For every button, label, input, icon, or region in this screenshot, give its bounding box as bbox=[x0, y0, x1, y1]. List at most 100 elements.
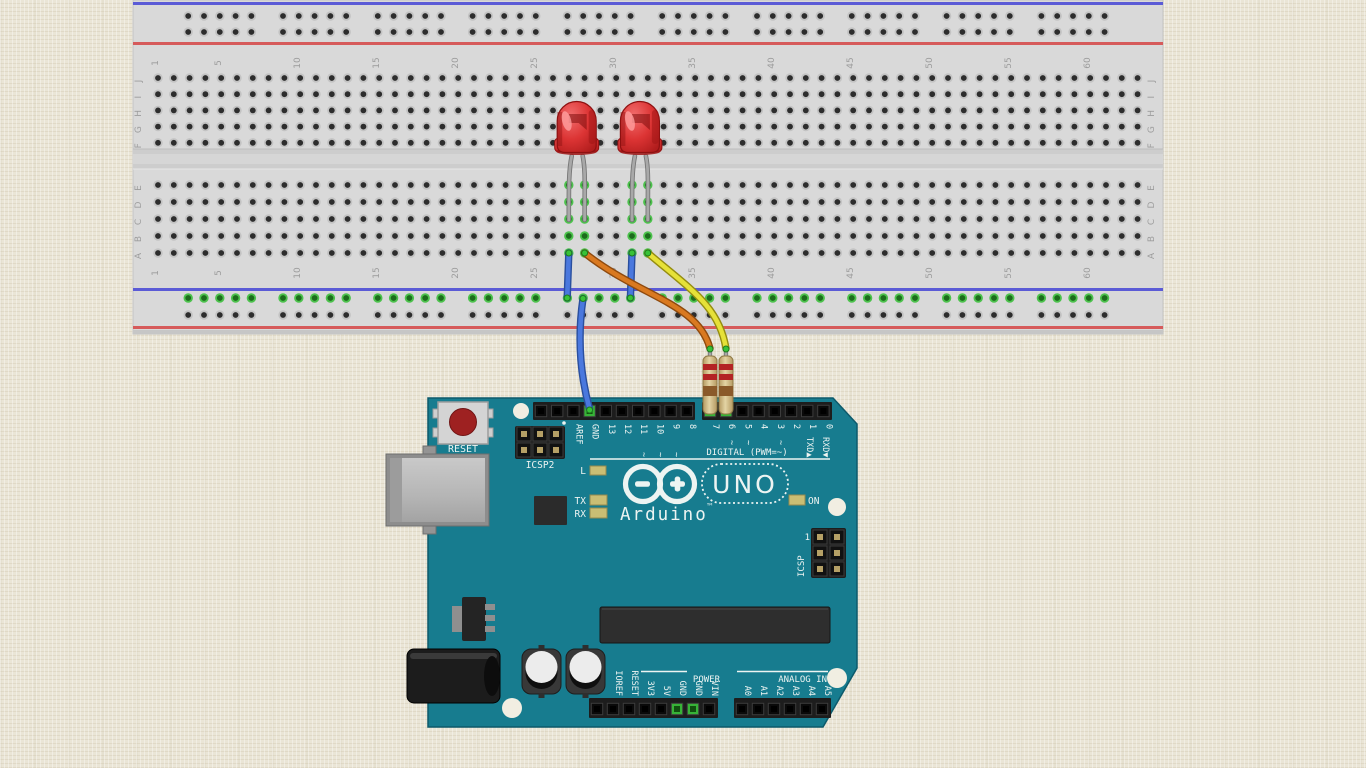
wire-ground-rail-to-gnd-pin[interactable] bbox=[576, 294, 594, 413]
svg-text:1: 1 bbox=[151, 60, 161, 66]
mounting-hole bbox=[513, 403, 529, 419]
svg-text:3V3: 3V3 bbox=[645, 681, 655, 696]
svg-text:A5: A5 bbox=[822, 686, 832, 696]
uno-label: UNO bbox=[712, 470, 778, 499]
svg-text:10: 10 bbox=[293, 267, 303, 279]
svg-text:55: 55 bbox=[1004, 57, 1014, 68]
svg-text:60: 60 bbox=[1083, 267, 1093, 279]
svg-text:5: 5 bbox=[214, 60, 224, 66]
svg-text:6: 6 bbox=[726, 424, 736, 429]
wire-anode1-to-resistor1[interactable] bbox=[580, 249, 714, 353]
power-jack bbox=[406, 648, 501, 704]
svg-text:C: C bbox=[134, 219, 144, 225]
svg-text:11: 11 bbox=[638, 424, 648, 434]
svg-text:A1: A1 bbox=[758, 686, 768, 696]
svg-text:35: 35 bbox=[688, 267, 698, 278]
svg-text:D: D bbox=[134, 201, 144, 208]
svg-text:B: B bbox=[1147, 236, 1157, 242]
digital-caption: DIGITAL (PWM=~) bbox=[706, 448, 787, 458]
atmega-chip bbox=[599, 606, 831, 644]
svg-text:60: 60 bbox=[1083, 57, 1093, 69]
analog-caption: ANALOG IN bbox=[778, 675, 827, 685]
bottom-rail-red-line bbox=[133, 326, 1163, 329]
svg-text:45: 45 bbox=[846, 57, 856, 68]
svg-text:5V: 5V bbox=[661, 686, 671, 696]
wire-connection-dots bbox=[563, 249, 730, 414]
resistor-2[interactable] bbox=[718, 350, 734, 415]
svg-text:G: G bbox=[134, 126, 144, 133]
breadboard-holes-and-labels: 1155101015152020252530303535404045455050… bbox=[134, 11, 1157, 320]
reset-button[interactable] bbox=[432, 401, 494, 445]
rxd-label: RXD▼ bbox=[820, 437, 830, 458]
arduino-uno-board[interactable]: RESET ICSP2 1 ICSP DIGITAL (PWM=~) POWER… bbox=[385, 397, 858, 728]
pin-marker-dot bbox=[562, 421, 566, 425]
brand-label: Arduino bbox=[620, 505, 708, 525]
led-l-label: L bbox=[580, 466, 586, 477]
svg-text:D: D bbox=[1147, 201, 1157, 208]
led-tx bbox=[589, 494, 608, 506]
svg-text:B: B bbox=[134, 236, 144, 242]
top-rail-red-line bbox=[133, 42, 1163, 45]
svg-text:E: E bbox=[134, 185, 144, 191]
svg-text:45: 45 bbox=[846, 267, 856, 278]
svg-text:GND: GND bbox=[693, 681, 703, 696]
svg-text:20: 20 bbox=[451, 57, 461, 69]
svg-text:~: ~ bbox=[638, 452, 648, 457]
power-caption: POWER bbox=[693, 675, 721, 685]
uno-badge bbox=[701, 463, 789, 504]
breadboard[interactable]: 1155101015152020252530303535404045455050… bbox=[132, 0, 1164, 335]
led-rx bbox=[589, 507, 608, 519]
led-on-label: ON bbox=[808, 496, 820, 507]
svg-text:1: 1 bbox=[151, 270, 161, 276]
jumper-wires[interactable] bbox=[563, 249, 730, 413]
icsp-label: ICSP bbox=[797, 555, 807, 577]
crystal bbox=[534, 496, 567, 525]
svg-text:25: 25 bbox=[530, 57, 540, 68]
led-red-1[interactable] bbox=[554, 100, 600, 223]
mounting-hole bbox=[502, 698, 522, 718]
svg-text:~: ~ bbox=[726, 440, 736, 445]
svg-text:A2: A2 bbox=[774, 686, 784, 696]
led-red-2[interactable] bbox=[617, 100, 663, 223]
svg-text:GND: GND bbox=[677, 681, 687, 696]
svg-text:3: 3 bbox=[775, 424, 785, 429]
svg-text:A4: A4 bbox=[806, 686, 816, 696]
txd-label: TXD▲ bbox=[804, 437, 814, 458]
led-l bbox=[589, 465, 607, 476]
svg-text:AREF: AREF bbox=[573, 424, 583, 444]
leds[interactable] bbox=[554, 100, 663, 223]
power-header[interactable] bbox=[589, 698, 718, 718]
svg-text:A3: A3 bbox=[790, 686, 800, 696]
svg-text:GND: GND bbox=[590, 424, 600, 439]
icsp-pin1-label: 1 bbox=[805, 533, 810, 543]
arduino-pcb[interactable] bbox=[427, 397, 858, 728]
svg-text:8: 8 bbox=[687, 424, 697, 429]
svg-text:20: 20 bbox=[451, 267, 461, 279]
wire-cathode1-to-ground-rail[interactable] bbox=[563, 249, 573, 302]
digital-header-right[interactable] bbox=[702, 402, 832, 420]
svg-text:30: 30 bbox=[609, 57, 619, 69]
reset-label: RESET bbox=[448, 444, 478, 455]
svg-text:~: ~ bbox=[654, 452, 664, 457]
arduino-logo bbox=[622, 463, 698, 505]
svg-text:15: 15 bbox=[372, 267, 382, 278]
wire-anode2-to-resistor2[interactable] bbox=[644, 249, 730, 353]
mounting-hole bbox=[827, 668, 847, 688]
reset-button-cap[interactable] bbox=[449, 408, 477, 436]
svg-text:G: G bbox=[1147, 126, 1157, 133]
resistor-1[interactable] bbox=[702, 350, 718, 415]
svg-text:40: 40 bbox=[767, 57, 777, 69]
svg-text:55: 55 bbox=[1004, 267, 1014, 278]
svg-text:H: H bbox=[1147, 110, 1157, 117]
svg-text:50: 50 bbox=[925, 57, 935, 69]
svg-text:RESET: RESET bbox=[629, 670, 639, 696]
svg-text:A0: A0 bbox=[742, 686, 752, 696]
brand-trademark: ™ bbox=[706, 502, 714, 511]
svg-text:E: E bbox=[1147, 185, 1157, 191]
svg-text:25: 25 bbox=[530, 267, 540, 278]
svg-text:15: 15 bbox=[372, 57, 382, 68]
svg-text:13: 13 bbox=[606, 424, 616, 434]
wire-cathode2-to-ground-rail[interactable] bbox=[626, 249, 636, 302]
resistors[interactable] bbox=[702, 350, 734, 415]
